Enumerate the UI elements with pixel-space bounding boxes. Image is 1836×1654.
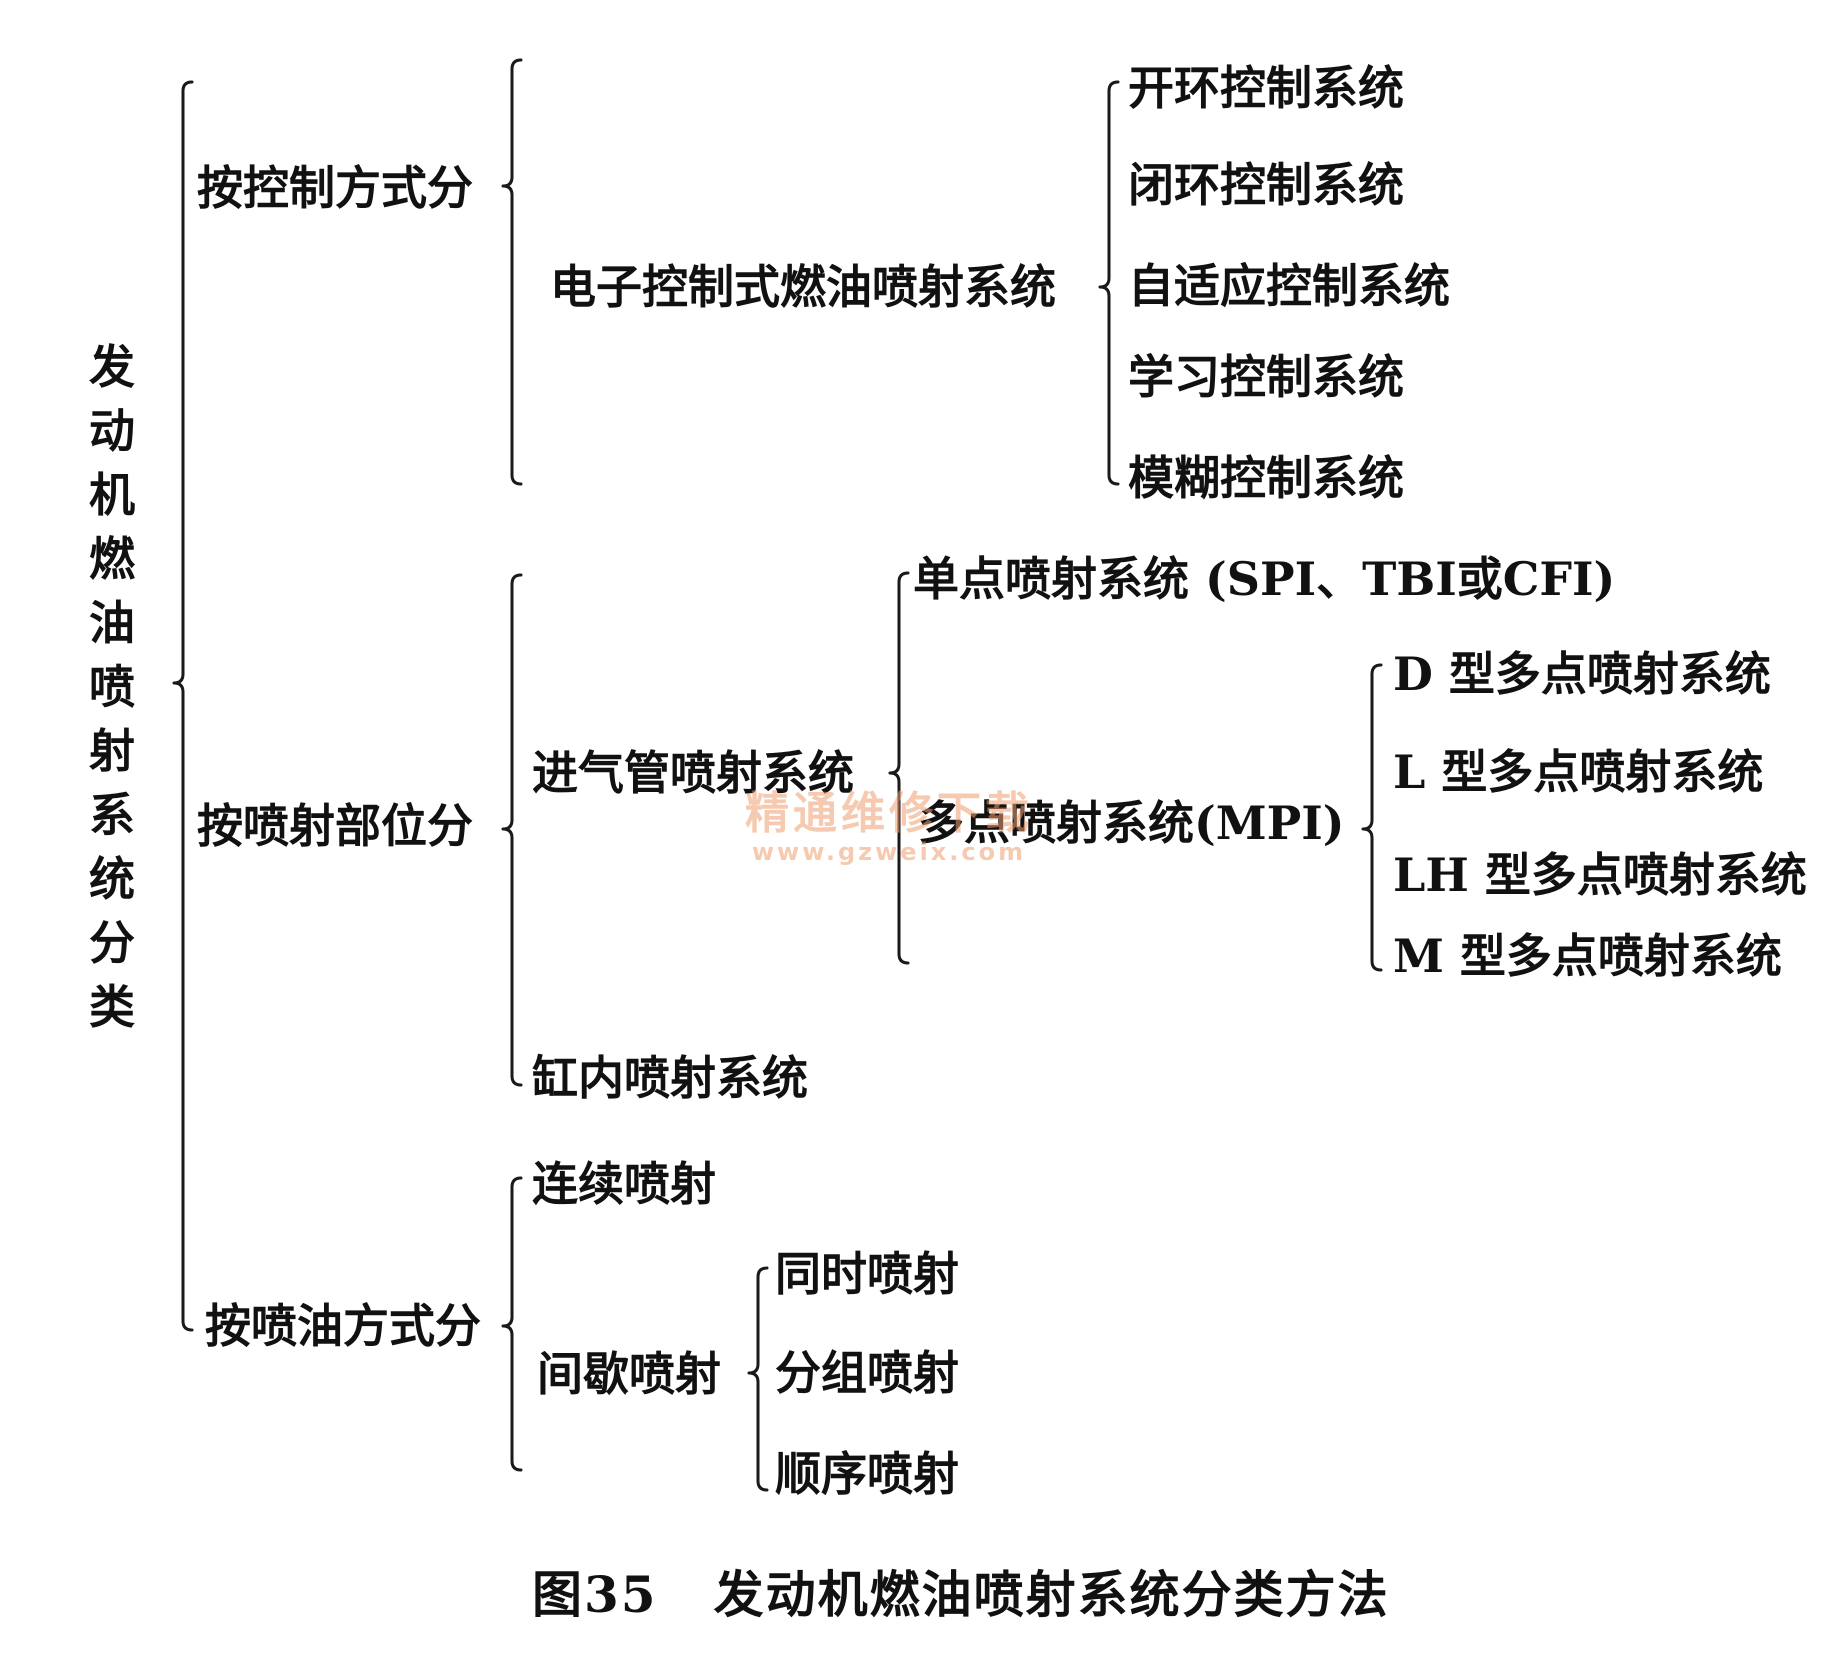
root-label: 发动机燃油喷射系统分类 xyxy=(89,340,135,1034)
control-type-item: 学习控制系统 xyxy=(1128,350,1404,404)
intermittent-injection: 间歇喷射 xyxy=(537,1347,721,1401)
by-location-label: 按喷射部位分 xyxy=(197,799,473,853)
intake-injection-system: 进气管喷射系统 xyxy=(532,746,854,800)
mpi-type-item: LH 型多点喷射系统 xyxy=(1393,848,1807,902)
intermittent-brace xyxy=(747,1266,769,1492)
continuous-injection: 连续喷射 xyxy=(532,1157,716,1211)
mpi-type-item: D 型多点喷射系统 xyxy=(1393,647,1771,701)
control-type-item: 自适应控制系统 xyxy=(1128,259,1450,313)
control-brace xyxy=(501,58,523,486)
intermittent-type-item: 同时喷射 xyxy=(775,1247,959,1301)
single-point-injection: 单点喷射系统 (SPI、TBI或CFI) xyxy=(913,552,1616,606)
control-type-item: 闭环控制系统 xyxy=(1128,158,1404,212)
location-brace xyxy=(501,573,523,1087)
figure-number: 图35 xyxy=(532,1565,658,1624)
by-method-label: 按喷油方式分 xyxy=(205,1299,481,1353)
intermittent-type-item: 顺序喷射 xyxy=(775,1447,959,1501)
mpi-type-item: M 型多点喷射系统 xyxy=(1393,929,1782,983)
mpi-brace xyxy=(1361,663,1383,972)
method-brace xyxy=(501,1176,523,1472)
electronic-control-brace xyxy=(1098,80,1120,486)
figure-title: 发动机燃油喷射系统分类方法 xyxy=(713,1565,1390,1624)
by-control-label: 按控制方式分 xyxy=(197,161,473,215)
mpi-type-item: L 型多点喷射系统 xyxy=(1393,745,1764,799)
root-brace xyxy=(172,80,194,1332)
intermittent-type-item: 分组喷射 xyxy=(775,1346,959,1400)
multi-point-injection: 多点喷射系统(MPI) xyxy=(918,796,1345,850)
in-cylinder-injection-system: 缸内喷射系统 xyxy=(532,1051,808,1105)
electronic-control-system: 电子控制式燃油喷射系统 xyxy=(550,260,1056,314)
control-type-item: 模糊控制系统 xyxy=(1128,451,1404,505)
intake-brace xyxy=(888,571,910,965)
control-type-item: 开环控制系统 xyxy=(1128,61,1404,115)
